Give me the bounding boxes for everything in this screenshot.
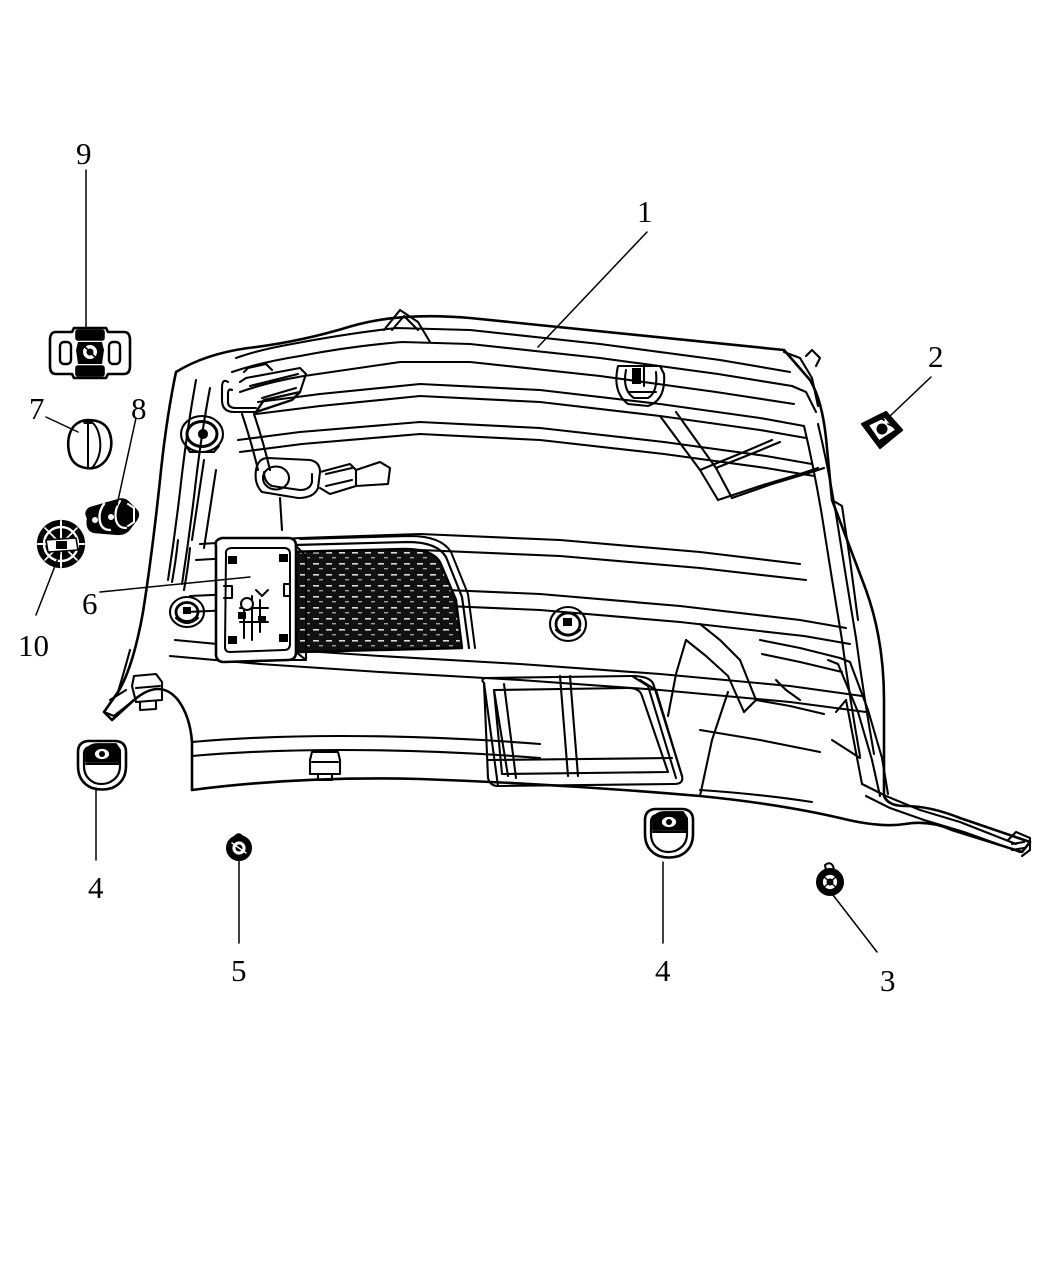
lower-sill-extension — [826, 656, 1032, 858]
speaker-grille — [282, 535, 476, 654]
leader-8 — [116, 417, 137, 506]
callout-label-5: 5 — [231, 953, 247, 988]
part-winged-retainer-clip — [48, 326, 132, 380]
access-cover-panel — [214, 536, 308, 664]
callout-label-6: 6 — [82, 586, 98, 621]
center-grommet — [548, 605, 588, 643]
upper-grommet — [179, 414, 225, 454]
right-pillar — [698, 422, 876, 758]
corner-clip — [130, 672, 164, 712]
part-tie-down-d-ring-right — [643, 807, 695, 859]
part-lamp-socket-holder — [36, 519, 86, 569]
part-screw-rivet — [226, 833, 252, 861]
callout-label-10: 10 — [18, 628, 49, 663]
lower-left-grommet — [168, 595, 206, 629]
upper-panel-grommet — [615, 364, 666, 408]
part-tie-down-d-ring-left — [76, 739, 128, 791]
callout-label-4-left: 4 — [88, 870, 104, 905]
center-fold — [658, 410, 826, 502]
part-lamp-bulb — [85, 498, 140, 536]
callout-label-1: 1 — [637, 194, 653, 229]
lower-sill — [190, 734, 814, 804]
upper-shelf — [190, 382, 816, 550]
cup-holder-recess — [481, 674, 684, 788]
callout-label-2: 2 — [928, 339, 944, 374]
leader-2 — [888, 376, 932, 418]
callout-label-9: 9 — [76, 136, 92, 171]
right-inner-surfaces — [666, 622, 758, 798]
callout-label-7: 7 — [29, 391, 45, 426]
part-square-retainer-clip — [860, 410, 904, 450]
part-round-plug-cap — [66, 418, 113, 470]
callout-label-4-right: 4 — [655, 953, 671, 988]
latch-recess — [254, 456, 392, 532]
part-push-pin-fastener — [816, 862, 844, 896]
leader-1 — [537, 231, 648, 348]
leader-6 — [99, 576, 251, 593]
leader-10 — [35, 552, 61, 616]
leader-7 — [45, 416, 79, 433]
sill-clip — [308, 750, 342, 782]
leader-3 — [832, 894, 878, 953]
left-flange — [102, 648, 136, 718]
callout-label-3: 3 — [880, 963, 896, 998]
callout-label-8: 8 — [131, 391, 147, 426]
leader-lines — [35, 169, 932, 953]
main-panel-outline — [102, 314, 1032, 854]
hook-detail — [220, 362, 308, 472]
